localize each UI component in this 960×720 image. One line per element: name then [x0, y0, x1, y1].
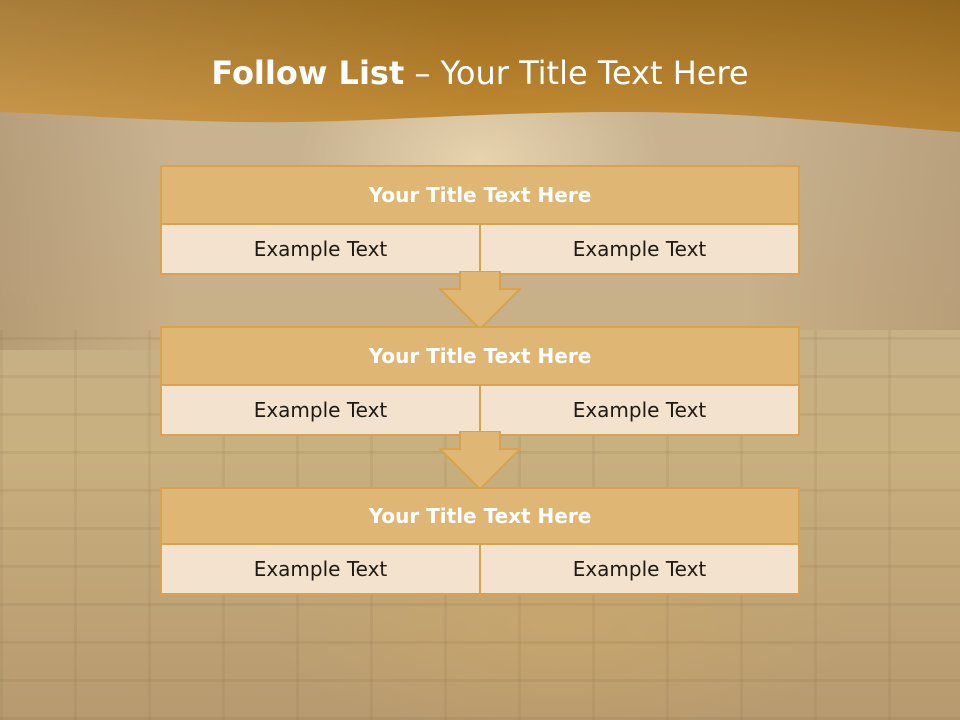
step-box-title: Your Title Text Here — [162, 328, 798, 386]
step-box-cell-left: Example Text — [162, 545, 479, 593]
down-arrow-icon — [439, 271, 521, 331]
step-box-cell-right: Example Text — [479, 545, 798, 593]
step-box-1: Your Title Text Here Example Text Exampl… — [160, 165, 800, 275]
step-box-2: Your Title Text Here Example Text Exampl… — [160, 326, 800, 436]
step-box-row: Example Text Example Text — [162, 225, 798, 273]
step-box-3: Your Title Text Here Example Text Exampl… — [160, 487, 800, 595]
step-box-row: Example Text Example Text — [162, 545, 798, 593]
slide-title-lead: Follow List — [211, 54, 405, 92]
step-box-title: Your Title Text Here — [162, 167, 798, 225]
title-banner — [0, 0, 960, 132]
step-box-title: Your Title Text Here — [162, 489, 798, 545]
step-box-cell-left: Example Text — [162, 225, 479, 273]
step-box-cell-left: Example Text — [162, 386, 479, 434]
step-box-cell-right: Example Text — [479, 386, 798, 434]
step-box-row: Example Text Example Text — [162, 386, 798, 434]
slide-title: Follow List – Your Title Text Here — [0, 54, 960, 92]
down-arrow-icon — [439, 431, 521, 491]
slide-title-rest: – Your Title Text Here — [404, 54, 749, 92]
background-wall-left — [0, 110, 180, 350]
step-box-cell-right: Example Text — [479, 225, 798, 273]
